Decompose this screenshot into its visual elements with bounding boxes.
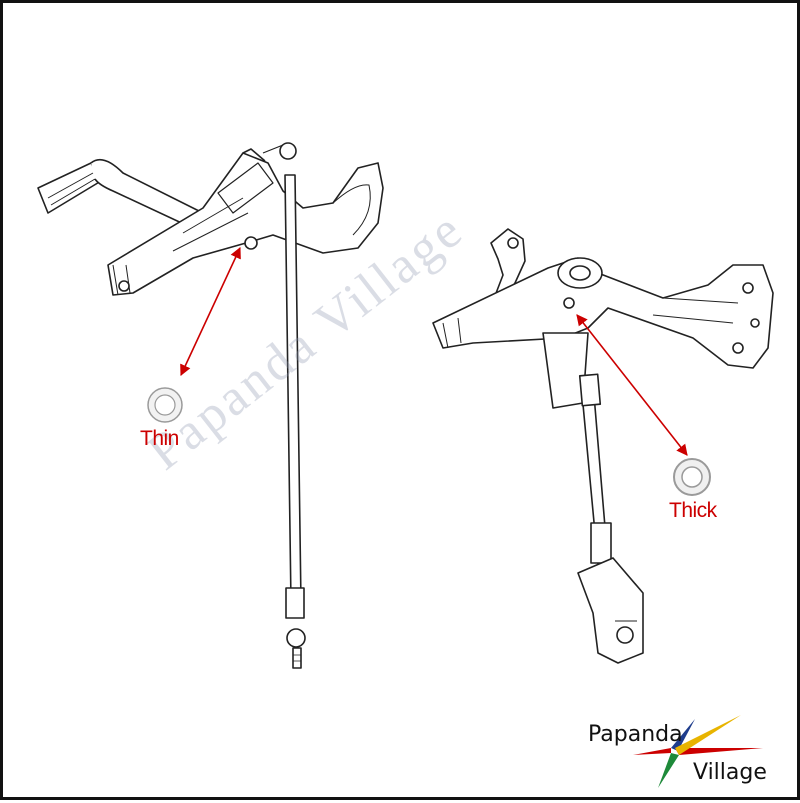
washer-icon [673,458,711,496]
left-footpeg-assembly [37,142,384,669]
thin-label-text: Thin [140,427,179,450]
thick-washer-label: Thick [669,499,717,523]
logo-line-1: Papanda [588,722,683,747]
line-art-illustration [37,142,774,788]
left-foot-peg [37,162,102,214]
star-logo-icon [633,715,763,788]
washer-icon [147,387,183,423]
thin-washer-arrow [180,246,241,377]
thick-washer-arrow [576,314,688,456]
logo-line-2: Village [693,760,767,785]
thick-label-text: Thick [669,499,717,522]
right-lower-arm [577,557,644,664]
right-footpeg-assembly [432,228,774,664]
right-control-body [432,257,774,369]
thin-washer-label: Thin [140,427,179,451]
